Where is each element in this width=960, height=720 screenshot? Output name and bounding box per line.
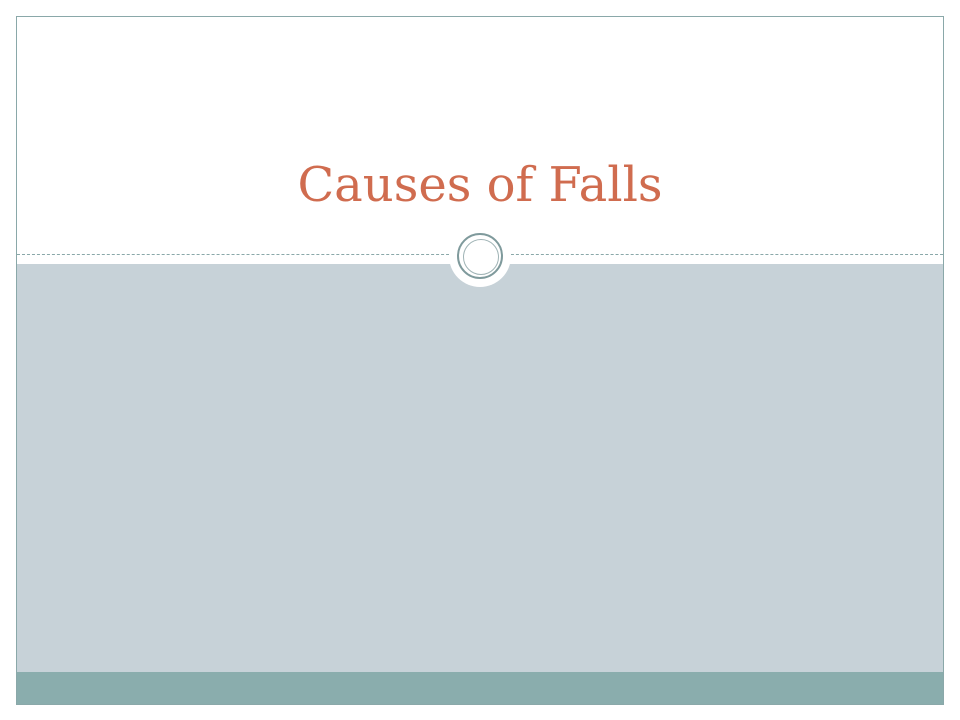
content-placeholder	[17, 264, 943, 672]
slide-title: Causes of Falls	[297, 157, 663, 213]
footer-bar	[17, 672, 943, 704]
double-circle-ornament-icon	[449, 225, 511, 287]
slide-canvas: Causes of Falls	[16, 16, 944, 705]
ornament-inner-ring	[463, 239, 499, 275]
ornament-outer-ring	[457, 233, 503, 279]
title-placeholder: Causes of Falls	[17, 17, 943, 255]
